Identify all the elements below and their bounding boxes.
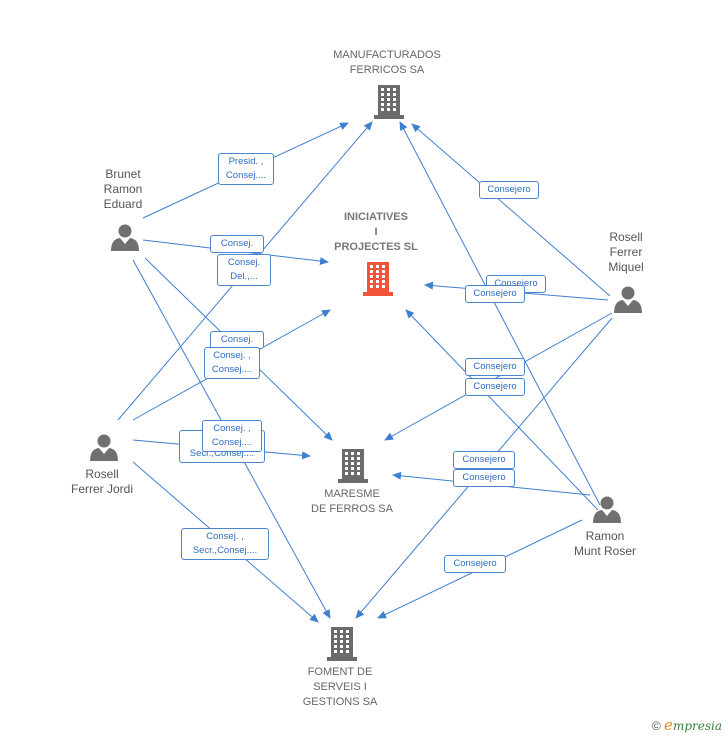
role-text: Secr.,Consej....: [192, 545, 258, 556]
edge-label-brunet-manufacturados[interactable]: Presid. , Consej....: [218, 153, 274, 185]
company-label-iniciatives[interactable]: INICIATIVES I PROJECTES SL: [334, 210, 418, 255]
role-text: Consejero: [473, 361, 517, 372]
building-icon-maresme[interactable]: [338, 449, 368, 483]
label-line: MARESME: [324, 488, 380, 500]
role-text: Consejero: [487, 184, 531, 195]
nodes-layer: [90, 85, 642, 661]
person-icon-brunet[interactable]: [111, 224, 139, 252]
label-line: Rosell: [609, 230, 643, 244]
label-line: Miquel: [608, 260, 644, 274]
role-text: Consejero: [494, 278, 538, 289]
edge-ramon-manufacturados: [399, 121, 601, 506]
building-icon-foment[interactable]: [327, 627, 357, 661]
label-line: Eduard: [103, 197, 143, 211]
role-text: Consej....: [211, 364, 253, 375]
label-line: Ramon: [585, 529, 625, 543]
role-text: Del.,...: [230, 271, 258, 282]
person-label-rosell-miquel[interactable]: Rosell Ferrer Miquel: [608, 230, 643, 275]
person-label-brunet[interactable]: Brunet Ramon Eduard: [104, 167, 143, 212]
person-label-ramon[interactable]: Ramon Munt Roser: [574, 529, 636, 559]
edge-label-jordi-maresme-a[interactable]: Consej. , Consej....: [202, 420, 262, 452]
edge-label-miquel-manufacturados[interactable]: Consejero: [479, 181, 539, 199]
label-line: MANUFACTURADOS: [333, 49, 441, 61]
role-text: Consejero: [453, 558, 497, 569]
role-text: Consej. ,: [206, 531, 244, 542]
edge-label-ramon-foment[interactable]: Consejero: [444, 555, 506, 573]
edge-label-brunet-maresme-b[interactable]: Consej. , Consej....: [204, 347, 260, 379]
edge-label-ramon-maresme-a[interactable]: Consejero: [453, 451, 515, 469]
label-line: Ferrer: [609, 245, 643, 259]
role-text: Secr.,Consej....: [189, 448, 255, 459]
edge-ramon-iniciatives: [405, 309, 599, 511]
label-line: SERVEIS I: [313, 681, 367, 693]
role-text: Consej.: [220, 238, 254, 249]
building-icon-iniciatives[interactable]: [363, 262, 393, 296]
label-line: FOMENT DE: [307, 666, 373, 678]
edge-label-jordi-foment[interactable]: Consej. , Secr.,Consej....: [181, 528, 269, 560]
label-line: Ferrer Jordi: [70, 482, 134, 496]
role-text: Consej....: [211, 437, 253, 448]
edge-label-miquel-iniciatives-b[interactable]: Consejero: [465, 285, 525, 303]
brand-initial: e: [664, 716, 673, 734]
label-line: Brunet: [105, 167, 141, 181]
role-text: Consej. ,: [213, 350, 251, 361]
edge-label-miquel-maresme[interactable]: Consejero: [465, 378, 525, 396]
label-line: Munt Roser: [573, 544, 637, 558]
label-line: Ramon: [103, 182, 143, 196]
edge-label-brunet-iniciatives-a[interactable]: Consej.: [210, 235, 264, 253]
person-icon-rosell-jordi[interactable]: [90, 434, 118, 462]
person-icon-ramon[interactable]: [593, 496, 621, 524]
company-label-maresme[interactable]: MARESME DE FERROS SA: [311, 487, 393, 517]
brand-name: mpresia: [672, 719, 722, 733]
label-line: INICIATIVES: [344, 211, 408, 223]
label-line: FERRICOS SA: [349, 64, 425, 76]
edge-miquel-manufacturados: [411, 123, 611, 297]
label-line: PROJECTES SL: [334, 241, 418, 253]
person-label-rosell-jordi[interactable]: Rosell Ferrer Jordi: [71, 467, 133, 497]
role-text: Consejero: [473, 381, 517, 392]
role-text: Consejero: [473, 288, 517, 299]
role-text: Consej.: [227, 257, 261, 268]
brand-logo: empresia: [664, 716, 722, 734]
edge-label-ramon-iniciatives[interactable]: Consejero: [465, 358, 525, 376]
role-text: Consejero: [462, 472, 506, 483]
role-text: Consej.: [220, 334, 254, 345]
copyright-symbol: ©: [651, 719, 661, 733]
role-text: Consejero: [462, 454, 506, 465]
label-line: Rosell: [85, 467, 119, 481]
role-text: Presid. ,: [228, 156, 264, 167]
edge-label-ramon-maresme-b[interactable]: Consejero: [453, 469, 515, 487]
footer-brand: © empresia: [652, 716, 722, 734]
building-icon-manufacturados[interactable]: [374, 85, 404, 119]
edge-label-brunet-iniciatives-b[interactable]: Consej. Del.,...: [217, 254, 271, 286]
edge-miquel-maresme: [384, 312, 613, 441]
label-line: GESTIONS SA: [302, 696, 378, 708]
label-line: I: [374, 226, 378, 238]
role-text: Consej....: [225, 170, 267, 181]
person-icon-rosell-miquel[interactable]: [614, 286, 642, 314]
company-label-manufacturados[interactable]: MANUFACTURADOS FERRICOS SA: [333, 48, 441, 78]
label-line: DE FERROS SA: [311, 503, 393, 515]
company-label-foment[interactable]: FOMENT DE SERVEIS I GESTIONS SA: [303, 665, 378, 710]
role-text: Consej. ,: [213, 423, 251, 434]
